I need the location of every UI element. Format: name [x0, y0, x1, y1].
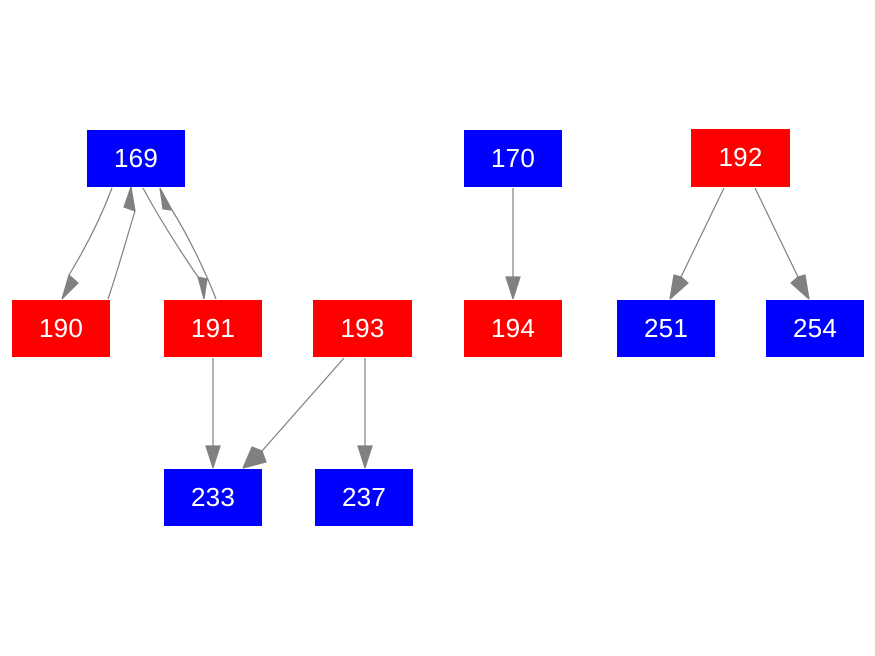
graph-node-170[interactable]: 170 — [464, 130, 562, 187]
graph-node-254[interactable]: 254 — [766, 300, 864, 357]
graph-node-191[interactable]: 191 — [164, 300, 262, 357]
graph-node-193[interactable]: 193 — [313, 300, 412, 357]
node-label: 251 — [644, 312, 688, 343]
node-label: 190 — [39, 312, 83, 343]
node-label: 194 — [491, 312, 535, 343]
graph-node-192[interactable]: 192 — [691, 129, 790, 187]
graph-node-169[interactable]: 169 — [87, 130, 185, 187]
graph-node-233[interactable]: 233 — [164, 469, 262, 526]
node-label: 192 — [718, 142, 763, 172]
graph-node-251[interactable]: 251 — [617, 300, 715, 357]
node-label: 170 — [491, 142, 535, 173]
node-label: 169 — [114, 142, 158, 173]
node-label: 191 — [191, 312, 235, 343]
node-label: 254 — [793, 312, 837, 343]
graph-node-190[interactable]: 190 — [12, 300, 110, 357]
graph-node-237[interactable]: 237 — [315, 469, 413, 526]
node-label: 237 — [342, 481, 386, 512]
node-label: 233 — [191, 481, 235, 512]
graph-node-194[interactable]: 194 — [464, 300, 562, 357]
node-label: 193 — [340, 312, 385, 343]
